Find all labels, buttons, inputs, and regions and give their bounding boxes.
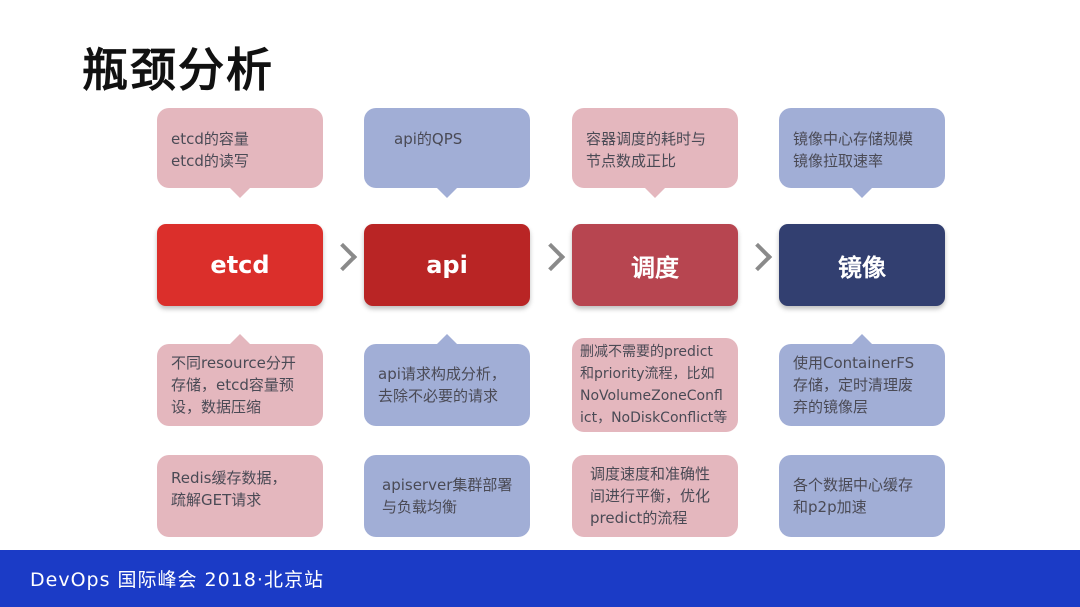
callout-bot-etcd: Redis缓存数据， 疏解GET请求	[157, 455, 323, 537]
callout-line: 使用ContainerFS	[793, 354, 915, 372]
callout-line: predict的流程	[590, 509, 688, 527]
callout-tail	[436, 334, 458, 345]
callout-tail	[644, 338, 666, 339]
chevron-right-icon	[743, 242, 773, 272]
callout-line: 不同resource分开	[171, 354, 296, 372]
callout-line: 各个数据中心缓存	[793, 476, 914, 494]
callout-line: 疏解GET请求	[171, 491, 262, 509]
callout-line: 删减不需要的predict	[580, 344, 713, 360]
callout-line: api的QPS	[394, 130, 463, 148]
callout-mid-scheduling: 删减不需要的predict 和priority流程，比如 NoVolumeZon…	[572, 338, 738, 432]
callout-line: 设，数据压缩	[171, 398, 262, 416]
stage-image: 镜像	[779, 224, 945, 306]
callout-line: 存储，etcd容量预	[171, 376, 294, 394]
callout-mid-api: api请求构成分析， 去除不必要的请求	[364, 334, 530, 426]
callout-line: 容器调度的耗时与	[586, 130, 707, 148]
callout-line: etcd的读写	[171, 152, 249, 170]
callout-line: ict，NoDiskConflict等	[580, 410, 728, 426]
callout-line: 镜像拉取速率	[793, 152, 884, 170]
callout-tail	[229, 187, 251, 198]
footer-bar: DevOps 国际峰会 2018·北京站	[0, 550, 1080, 607]
callout-tail	[851, 334, 873, 345]
callout-line: 和priority流程，比如	[580, 366, 715, 382]
callout-top-image: 镜像中心存储规模 镜像拉取速率	[779, 108, 945, 198]
callout-line: Redis缓存数据，	[171, 469, 287, 487]
callout-line: 调度速度和准确性	[590, 465, 711, 483]
stage-etcd: etcd	[157, 224, 323, 306]
callout-line: 弃的镜像层	[793, 398, 869, 416]
callout-line: NoVolumeZoneConfl	[580, 388, 723, 404]
callout-tail	[644, 187, 666, 198]
callout-line: 间进行平衡，优化	[590, 487, 711, 505]
callout-tail	[229, 334, 251, 345]
callout-line: 节点数成正比	[586, 152, 677, 170]
callout-line: api请求构成分析，	[378, 365, 506, 383]
callout-mid-image: 使用ContainerFS 存储，定时清理废 弃的镜像层	[779, 334, 945, 426]
callout-bot-scheduling: 调度速度和准确性 间进行平衡，优化 predict的流程	[572, 455, 738, 537]
chevron-right-icon	[328, 242, 358, 272]
callout-line: 去除不必要的请求	[378, 387, 499, 405]
callout-line: 存储，定时清理废	[793, 376, 914, 394]
callout-line: 与负载均衡	[382, 498, 458, 516]
callout-bot-api: apiserver集群部署 与负载均衡	[364, 455, 530, 537]
chevron-right-icon	[536, 242, 566, 272]
callout-line: 和p2p加速	[793, 498, 867, 516]
footer-text: DevOps 国际峰会 2018·北京站	[30, 569, 324, 591]
callout-line: 镜像中心存储规模	[793, 130, 914, 148]
stage-api: api	[364, 224, 530, 306]
callout-bot-image: 各个数据中心缓存 和p2p加速	[779, 455, 945, 537]
callout-mid-etcd: 不同resource分开 存储，etcd容量预 设，数据压缩	[157, 334, 323, 426]
callout-top-api: api的QPS	[364, 108, 530, 198]
slide-title: 瓶颈分析	[82, 43, 274, 97]
callout-line: etcd的容量	[171, 130, 249, 148]
callout-tail	[851, 187, 873, 198]
stage-scheduling: 调度	[572, 224, 738, 306]
callout-tail	[436, 187, 458, 198]
callout-top-etcd: etcd的容量 etcd的读写	[157, 108, 323, 198]
callout-line: apiserver集群部署	[382, 476, 513, 494]
callout-top-scheduling: 容器调度的耗时与 节点数成正比	[572, 108, 738, 198]
